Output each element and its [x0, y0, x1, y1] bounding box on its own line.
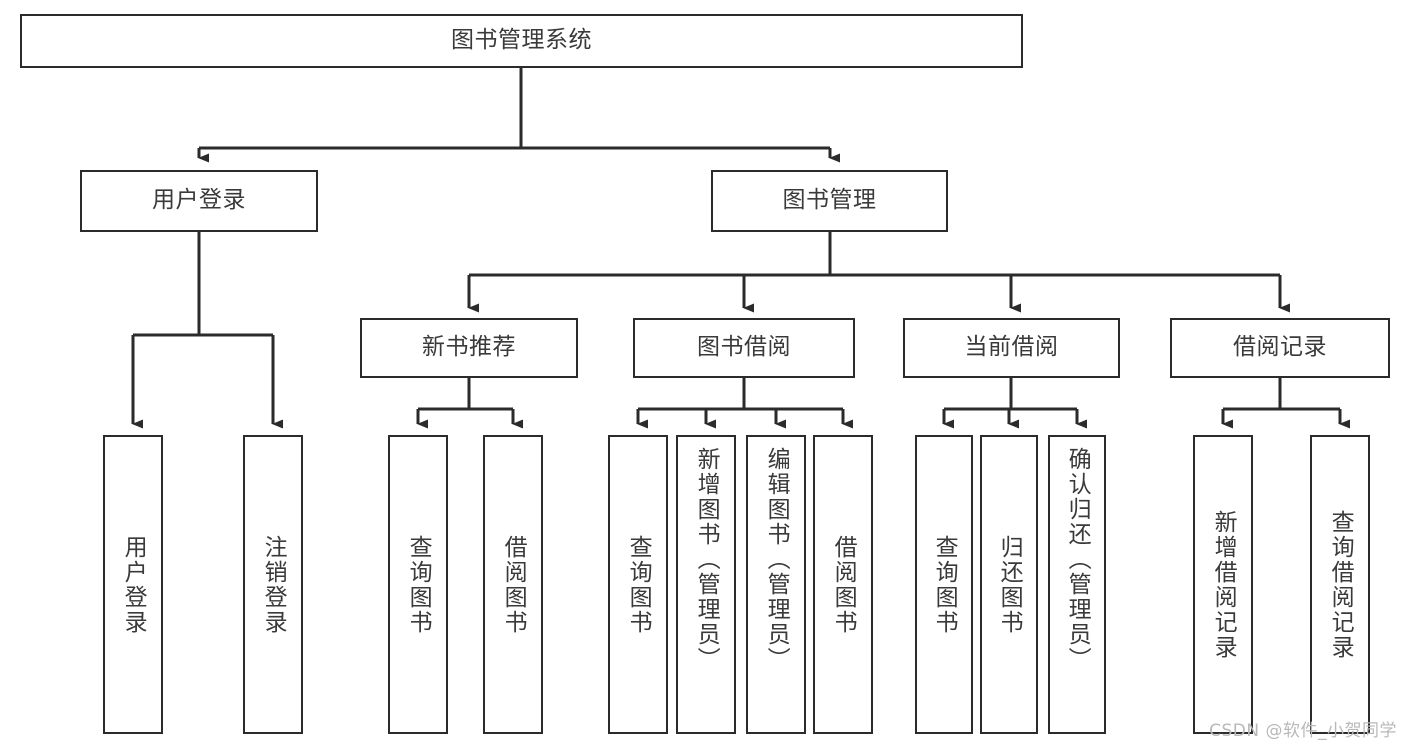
node-leaf-add-book-label: 新增图书（管理员） [693, 447, 720, 672]
node-leaf-confirm-return-label: 确认归还（管理员） [1064, 447, 1091, 672]
node-current-borrow-label: 当前借阅 [964, 334, 1059, 361]
node-leaf-query-record[interactable]: 查询借阅记录 [1310, 435, 1370, 734]
node-leaf-query-record-label: 查询借阅记录 [1327, 509, 1354, 660]
node-user-login-label: 用户登录 [152, 187, 246, 214]
node-leaf-edit-book-label: 编辑图书（管理员） [763, 447, 790, 672]
node-leaf-query-book-3[interactable]: 查询图书 [915, 435, 973, 734]
node-leaf-query-book-3-label: 查询图书 [931, 534, 958, 635]
node-leaf-user-login-label: 用户登录 [120, 534, 147, 635]
node-leaf-add-record-label: 新增借阅记录 [1210, 509, 1237, 660]
node-leaf-query-book-2[interactable]: 查询图书 [608, 435, 668, 734]
node-leaf-confirm-return[interactable]: 确认归还（管理员） [1048, 435, 1106, 734]
node-root[interactable]: 图书管理系统 [20, 14, 1023, 68]
node-user-login[interactable]: 用户登录 [80, 170, 318, 232]
node-borrow-record[interactable]: 借阅记录 [1170, 318, 1390, 378]
node-book-borrow-label: 图书借阅 [697, 334, 791, 361]
node-leaf-query-book-1-label: 查询图书 [405, 534, 432, 635]
node-leaf-logout-label: 注销登录 [260, 534, 287, 635]
node-book-borrow[interactable]: 图书借阅 [633, 318, 855, 378]
node-leaf-add-record[interactable]: 新增借阅记录 [1193, 435, 1253, 734]
node-leaf-borrow-book-2[interactable]: 借阅图书 [813, 435, 873, 734]
node-leaf-return-book-label: 归还图书 [996, 534, 1023, 635]
node-new-book-recommend-label: 新书推荐 [422, 334, 516, 361]
node-leaf-query-book-1[interactable]: 查询图书 [388, 435, 448, 734]
node-root-label: 图书管理系统 [451, 27, 592, 54]
node-leaf-borrow-book-2-label: 借阅图书 [830, 534, 857, 635]
node-leaf-query-book-2-label: 查询图书 [625, 534, 652, 635]
node-leaf-add-book[interactable]: 新增图书（管理员） [676, 435, 736, 734]
node-leaf-borrow-book-1-label: 借阅图书 [500, 534, 527, 635]
node-leaf-return-book[interactable]: 归还图书 [980, 435, 1038, 734]
node-book-manage[interactable]: 图书管理 [711, 170, 948, 232]
node-leaf-logout[interactable]: 注销登录 [243, 435, 303, 734]
node-leaf-borrow-book-1[interactable]: 借阅图书 [483, 435, 543, 734]
node-leaf-edit-book[interactable]: 编辑图书（管理员） [746, 435, 806, 734]
node-book-manage-label: 图书管理 [782, 187, 877, 214]
node-new-book-recommend[interactable]: 新书推荐 [360, 318, 578, 378]
node-current-borrow[interactable]: 当前借阅 [903, 318, 1120, 378]
node-borrow-record-label: 借阅记录 [1233, 334, 1327, 361]
node-leaf-user-login[interactable]: 用户登录 [103, 435, 163, 734]
watermark: CSDN @软件_小贺同学 [1209, 721, 1397, 741]
